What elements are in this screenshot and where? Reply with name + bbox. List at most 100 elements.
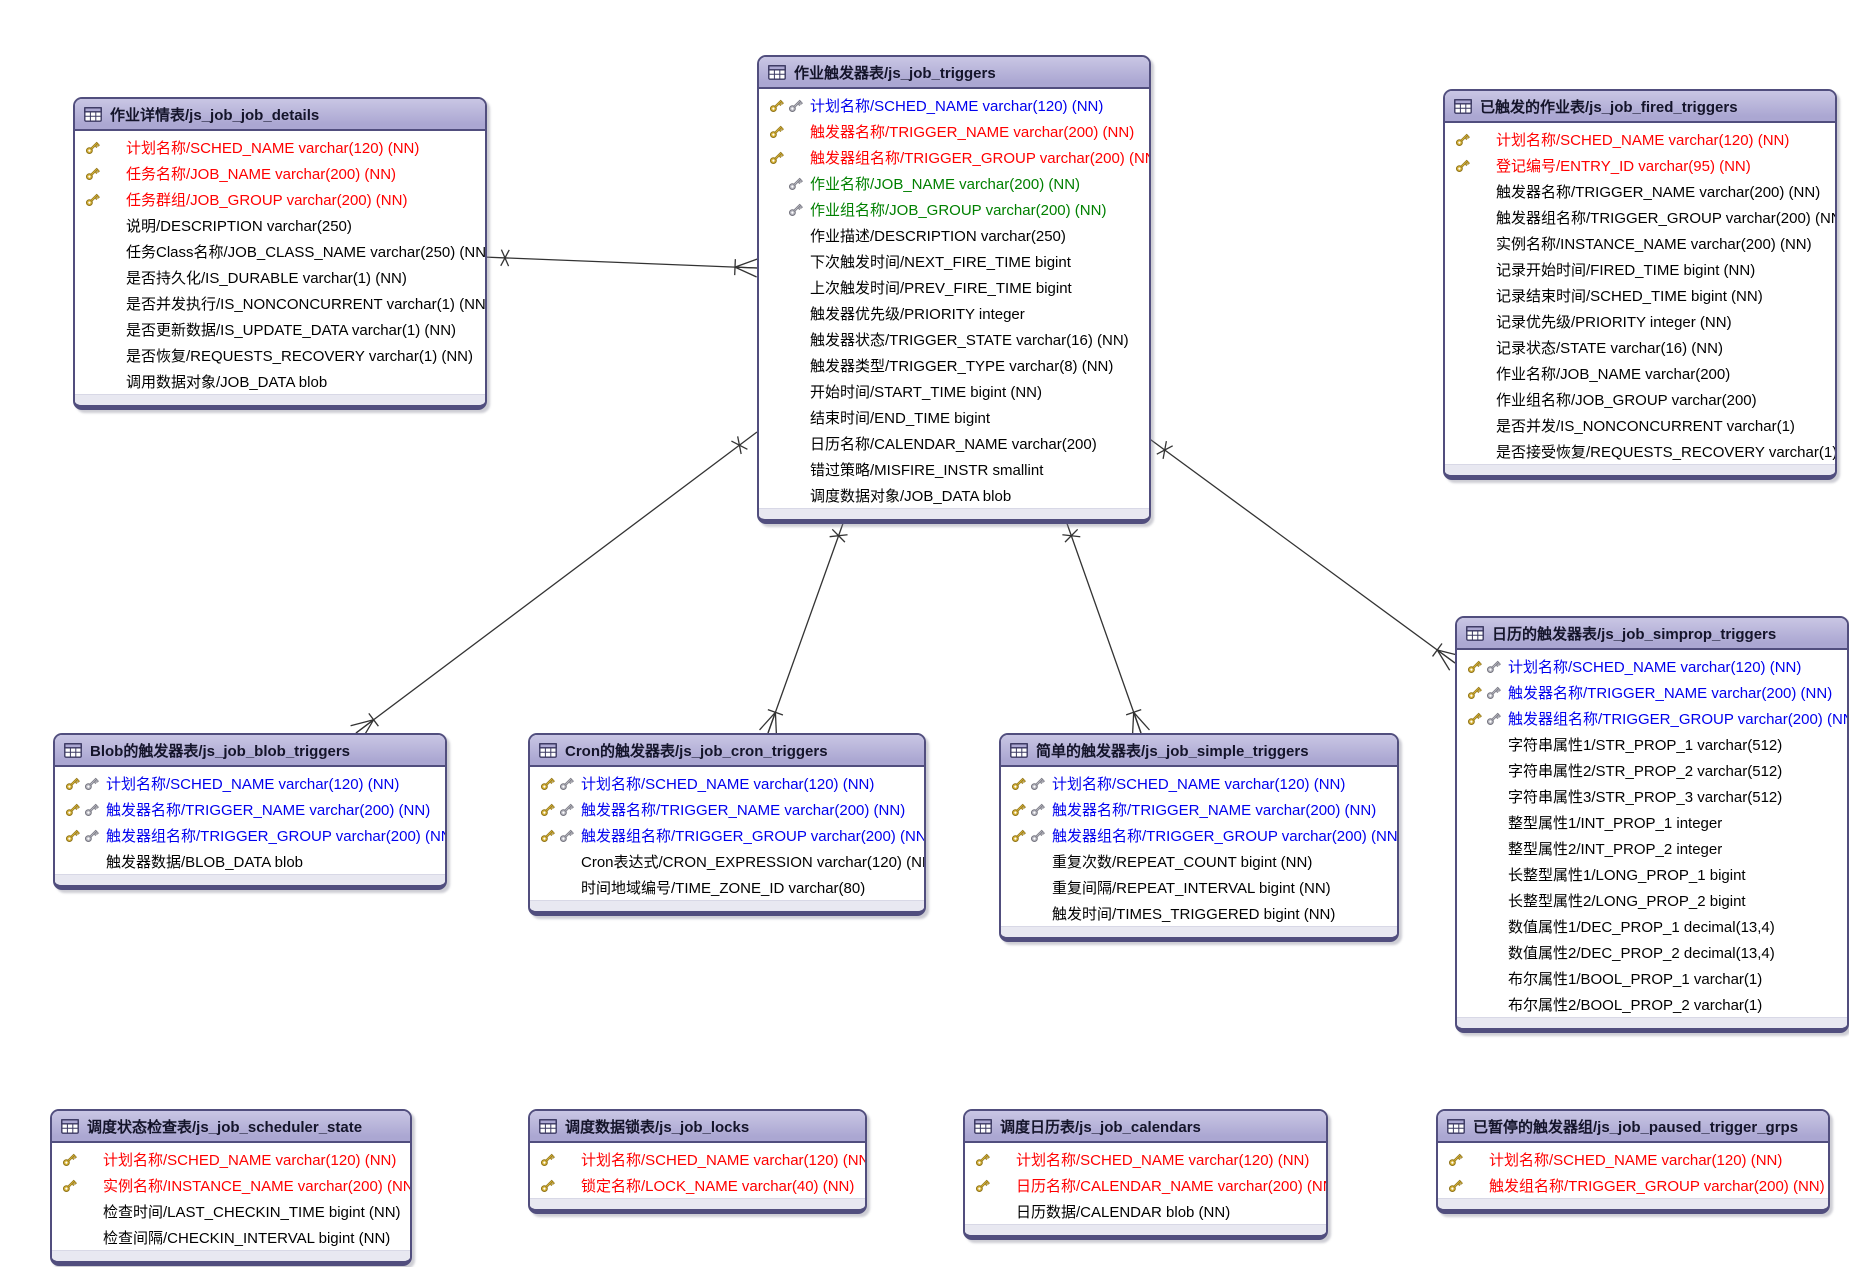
- pk-key-slot: [767, 123, 786, 140]
- primary-key-icon: [1455, 133, 1470, 146]
- table-field-list: 计划名称/SCHED_NAME varchar(120) (NN)触发器名称/T…: [530, 767, 924, 900]
- relation-line-triggers-to-simple_triggers: [1063, 514, 1142, 734]
- pk-key-slot: [973, 1177, 992, 1194]
- field-label: 下次触发时间/NEXT_FIRE_TIME bigint: [810, 253, 1071, 271]
- pk-key-slot: [538, 853, 557, 870]
- fk-key-slot: [786, 409, 805, 426]
- pk-key-slot: [538, 1151, 557, 1168]
- field-row: 开始时间/START_TIME bigint (NN): [759, 378, 1149, 404]
- pk-key-slot: [83, 191, 102, 208]
- relation-line-job_details-to-triggers: [482, 256, 758, 269]
- primary-key-icon: [65, 829, 80, 842]
- field-label: 触发器组名称/TRIGGER_GROUP varchar(200) (NN): [581, 827, 926, 845]
- field-row: 登记编号/ENTRY_ID varchar(95) (NN): [1445, 152, 1835, 178]
- table-icon: [84, 106, 102, 122]
- primary-key-icon: [65, 803, 80, 816]
- pk-key-slot: [1465, 918, 1484, 935]
- foreign-key-icon: [788, 177, 803, 190]
- table-icon: [539, 742, 557, 758]
- fk-key-slot: [786, 97, 805, 114]
- fk-key-slot: [1484, 658, 1503, 675]
- fk-key-slot: [992, 1177, 1011, 1194]
- field-label: 计划名称/SCHED_NAME varchar(120) (NN): [1489, 1151, 1783, 1169]
- field-label: 计划名称/SCHED_NAME varchar(120) (NN): [1052, 775, 1346, 793]
- relation-line-triggers-to-blob_triggers: [355, 431, 758, 734]
- fk-key-slot: [1028, 905, 1047, 922]
- pk-key-slot: [767, 383, 786, 400]
- foreign-key-icon: [788, 99, 803, 112]
- table-icon: [1454, 98, 1472, 114]
- field-row: 作业组名称/JOB_GROUP varchar(200): [1445, 386, 1835, 412]
- crow-foot-job_details-to-triggers: [734, 258, 758, 268]
- field-row: 说明/DESCRIPTION varchar(250): [75, 212, 485, 238]
- crow-foot-triggers-to-blob_triggers: [355, 719, 374, 734]
- field-label: 计划名称/SCHED_NAME varchar(120) (NN): [106, 775, 400, 793]
- field-row: 计划名称/SCHED_NAME varchar(120) (NN): [1457, 653, 1847, 679]
- table-footer-strip: [75, 394, 485, 405]
- fk-key-slot: [557, 775, 576, 792]
- table-icon: [974, 1118, 992, 1134]
- pk-key-slot: [1465, 788, 1484, 805]
- table-js_job_simple_triggers[interactable]: 简单的触发器表/js_job_simple_triggers 计划名称/SCHED…: [999, 733, 1399, 942]
- field-label: 记录结束时间/SCHED_TIME bigint (NN): [1496, 287, 1763, 305]
- pk-key-slot: [767, 253, 786, 270]
- cardinality-one-tick-triggers-to-simprop_triggers: [1162, 441, 1168, 459]
- fk-key-slot: [82, 827, 101, 844]
- pk-key-slot: [1465, 814, 1484, 831]
- primary-key-icon: [62, 1179, 77, 1192]
- field-label: 作业组名称/JOB_GROUP varchar(200): [1496, 391, 1757, 409]
- fk-key-slot: [1472, 339, 1491, 356]
- foreign-key-icon: [1486, 712, 1501, 725]
- field-label: 计划名称/SCHED_NAME varchar(120) (NN): [1016, 1151, 1310, 1169]
- field-row: 任务名称/JOB_NAME varchar(200) (NN): [75, 160, 485, 186]
- fk-key-slot: [786, 201, 805, 218]
- field-label: 日历名称/CALENDAR_NAME varchar(200) (NN): [1016, 1177, 1328, 1195]
- crow-foot-triggers-to-simple_triggers: [1133, 711, 1150, 731]
- fk-key-slot: [786, 253, 805, 270]
- fk-key-slot: [1028, 827, 1047, 844]
- fk-key-slot: [1484, 762, 1503, 779]
- field-label: 作业名称/JOB_NAME varchar(200): [1496, 365, 1731, 383]
- field-row: 是否接受恢复/REQUESTS_RECOVERY varchar(1): [1445, 438, 1835, 464]
- table-icon: [768, 64, 786, 80]
- pk-key-slot: [63, 775, 82, 792]
- field-label: 触发组名称/TRIGGER_GROUP varchar(200) (NN): [1489, 1177, 1825, 1195]
- field-row: 触发器组名称/TRIGGER_GROUP varchar(200) (NN): [1457, 705, 1847, 731]
- field-row: 检查时间/LAST_CHECKIN_TIME bigint (NN): [52, 1198, 410, 1224]
- pk-key-slot: [1453, 235, 1472, 252]
- field-label: 整型属性2/INT_PROP_2 integer: [1508, 840, 1723, 858]
- pk-key-slot: [63, 853, 82, 870]
- fk-key-slot: [557, 853, 576, 870]
- pk-key-slot: [973, 1151, 992, 1168]
- table-title: 简单的触发器表/js_job_simple_triggers: [1036, 742, 1309, 760]
- fk-key-slot: [1472, 157, 1491, 174]
- fk-key-slot: [1472, 443, 1491, 460]
- field-label: 触发器名称/TRIGGER_NAME varchar(200) (NN): [106, 801, 431, 819]
- fk-key-slot: [1028, 801, 1047, 818]
- field-label: 作业描述/DESCRIPTION varchar(250): [810, 227, 1066, 245]
- pk-key-slot: [538, 775, 557, 792]
- pk-key-slot: [767, 279, 786, 296]
- crow-foot-base-tick-triggers-to-simple_triggers: [1125, 708, 1142, 716]
- field-row: 日历数据/CALENDAR blob (NN): [965, 1198, 1326, 1224]
- primary-key-icon: [1011, 803, 1026, 816]
- table-footer-strip: [530, 900, 924, 911]
- crow-foot-base-tick-triggers-to-blob_triggers: [368, 713, 379, 727]
- table-field-list: 计划名称/SCHED_NAME varchar(120) (NN)登记编号/EN…: [1445, 123, 1835, 464]
- field-row: 数值属性2/DEC_PROP_2 decimal(13,4): [1457, 939, 1847, 965]
- field-row: 调度数据对象/JOB_DATA blob: [759, 482, 1149, 508]
- field-row: 是否恢复/REQUESTS_RECOVERY varchar(1) (NN): [75, 342, 485, 368]
- fk-key-slot: [102, 191, 121, 208]
- pk-key-slot: [767, 97, 786, 114]
- table-field-list: 计划名称/SCHED_NAME varchar(120) (NN)触发器名称/T…: [759, 89, 1149, 508]
